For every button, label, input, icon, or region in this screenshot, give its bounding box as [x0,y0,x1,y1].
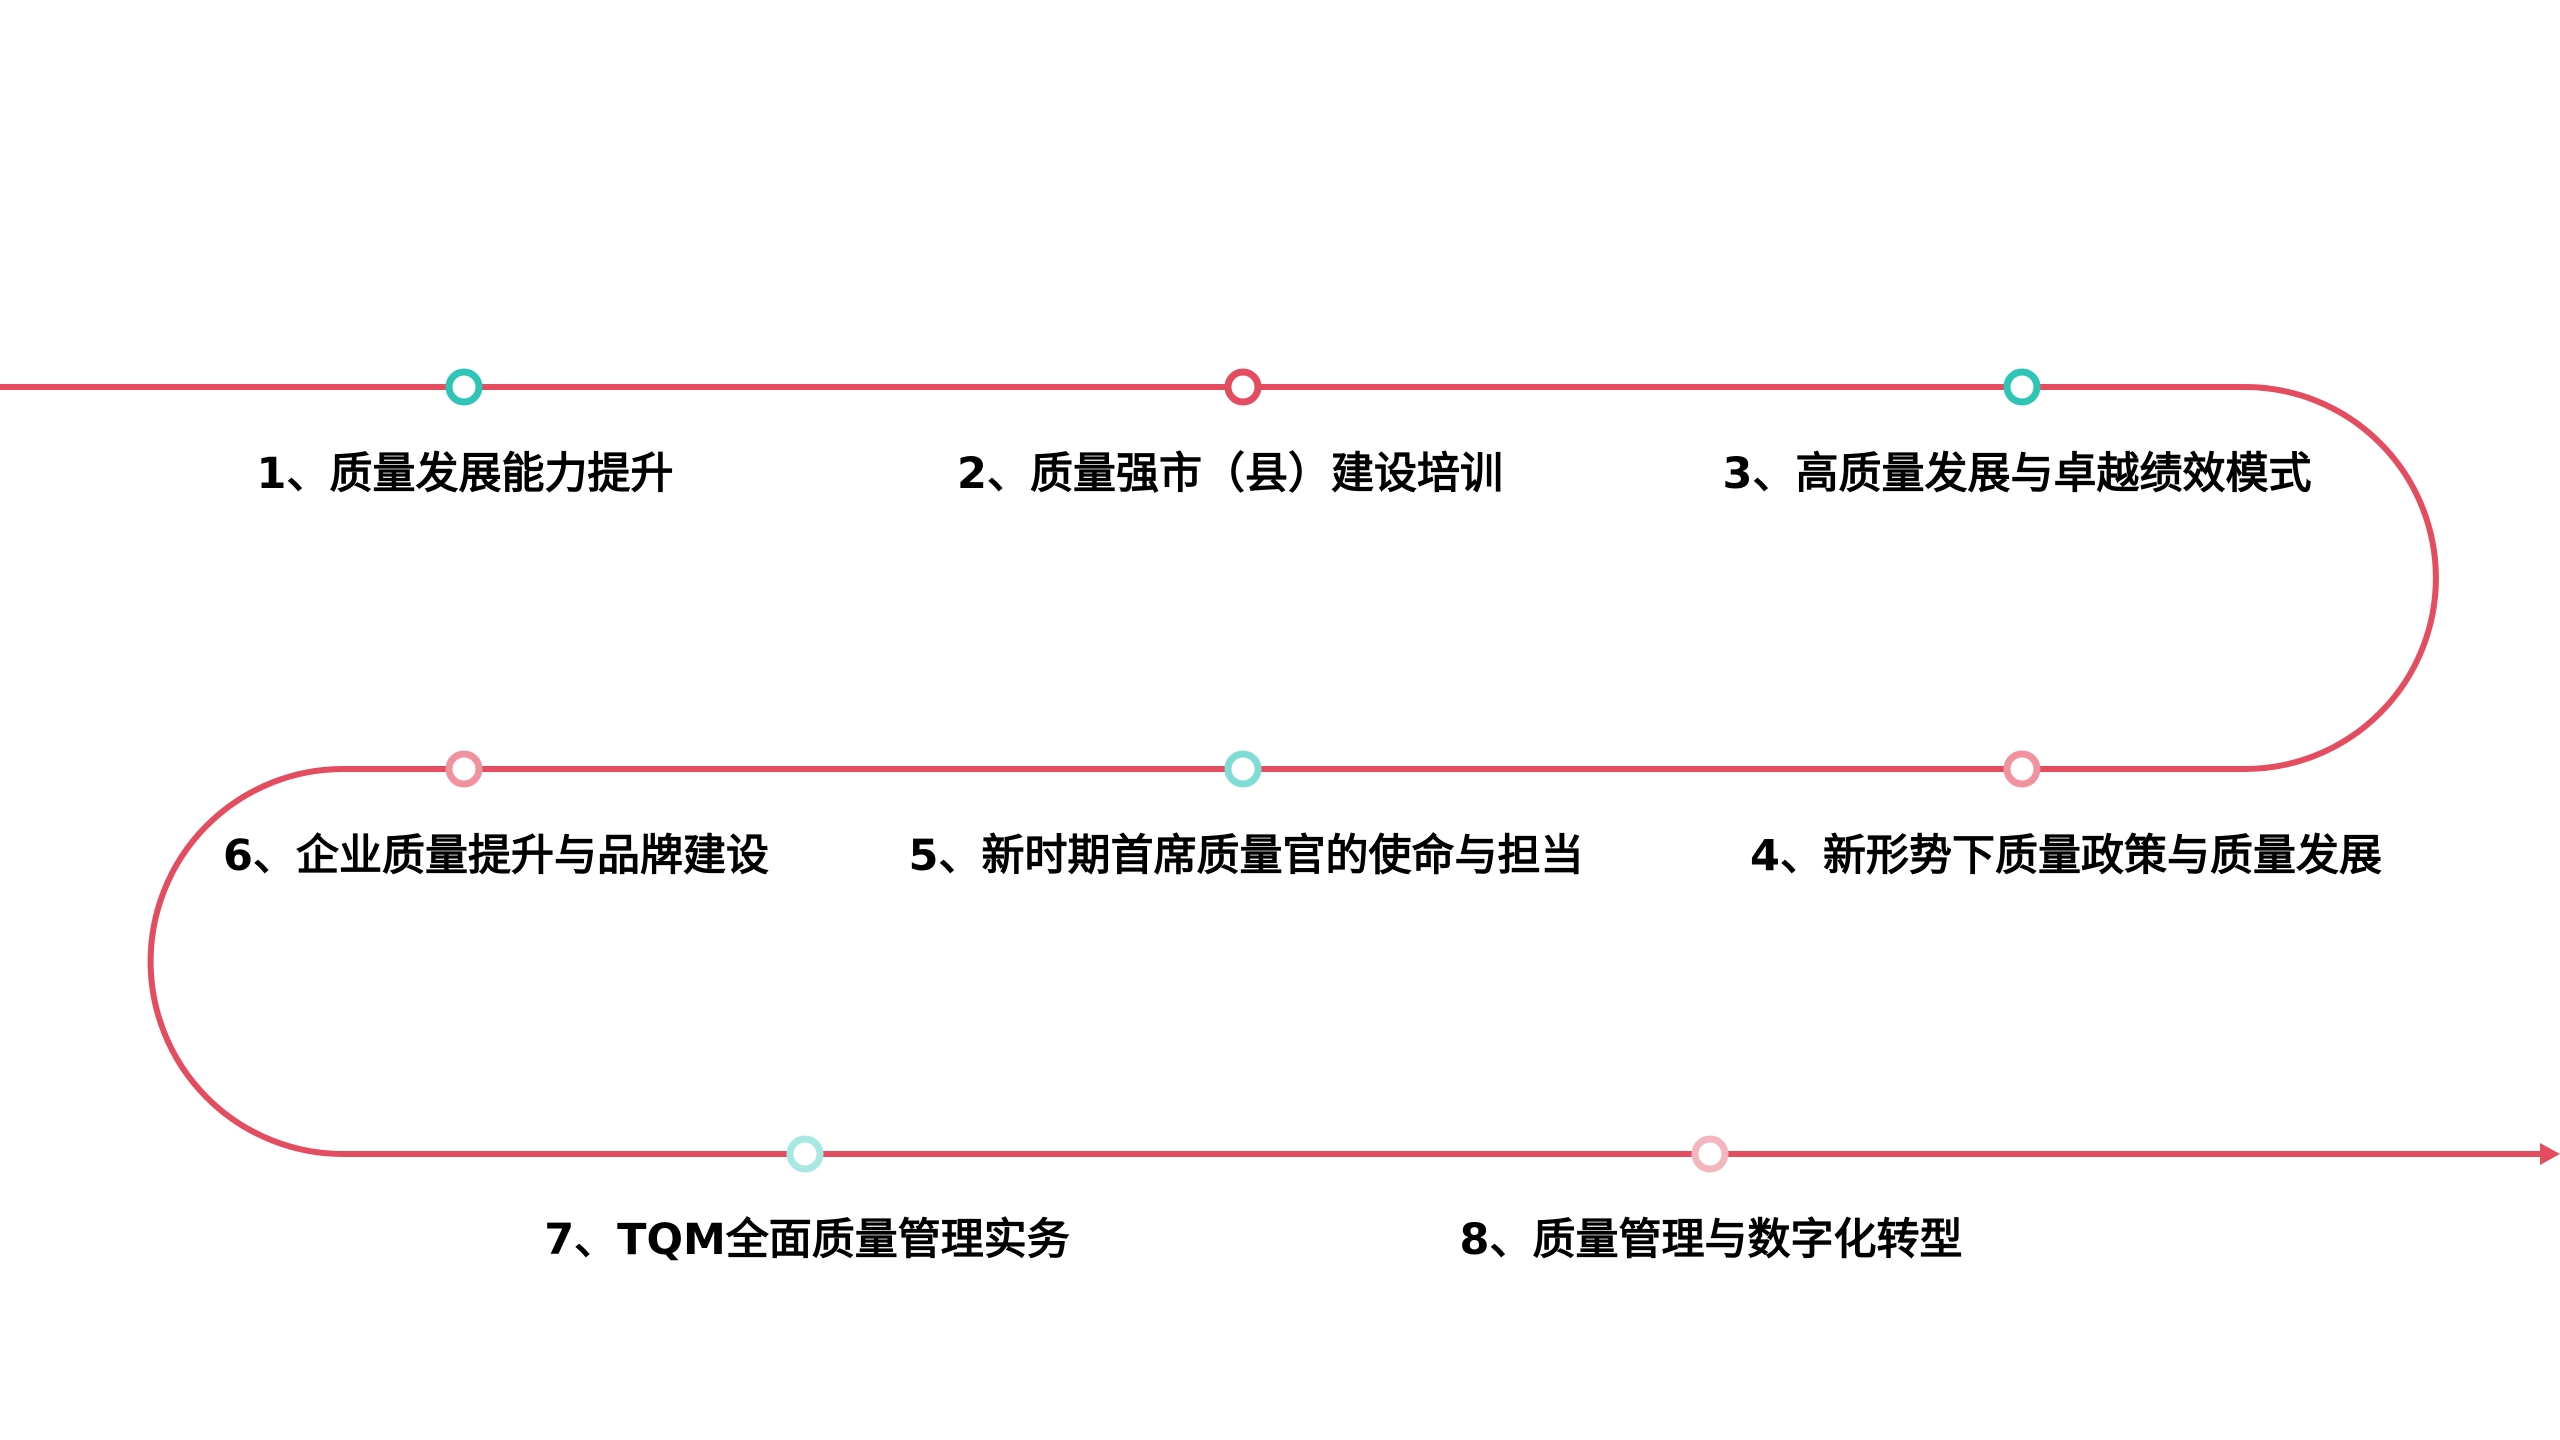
step-2-label: 2、质量强市（县）建设培训 [957,449,1503,499]
step-4-label: 4、新形势下质量政策与质量发展 [1750,831,2382,881]
step-3-label: 3、高质量发展与卓越绩效模式 [1722,449,2312,499]
step-7-node-icon [786,1135,824,1173]
step-6-label: 6、企业质量提升与品牌建设 [223,831,769,881]
step-4-node-icon [2003,750,2041,788]
step-2-node-icon [1224,368,1262,406]
step-3-node-icon [2003,368,2041,406]
step-8-node-icon [1691,1135,1729,1173]
step-1-label: 1、质量发展能力提升 [256,449,674,499]
step-1-node-icon [445,368,483,406]
arrow-head-icon [2540,1143,2560,1165]
step-5-label: 5、新时期首席质量官的使命与担当 [908,831,1584,881]
step-6-node-icon [445,750,483,788]
step-7-label: 7、TQM全面质量管理实务 [544,1215,1070,1265]
step-8-label: 8、质量管理与数字化转型 [1459,1215,1963,1265]
step-5-node-icon [1224,750,1262,788]
